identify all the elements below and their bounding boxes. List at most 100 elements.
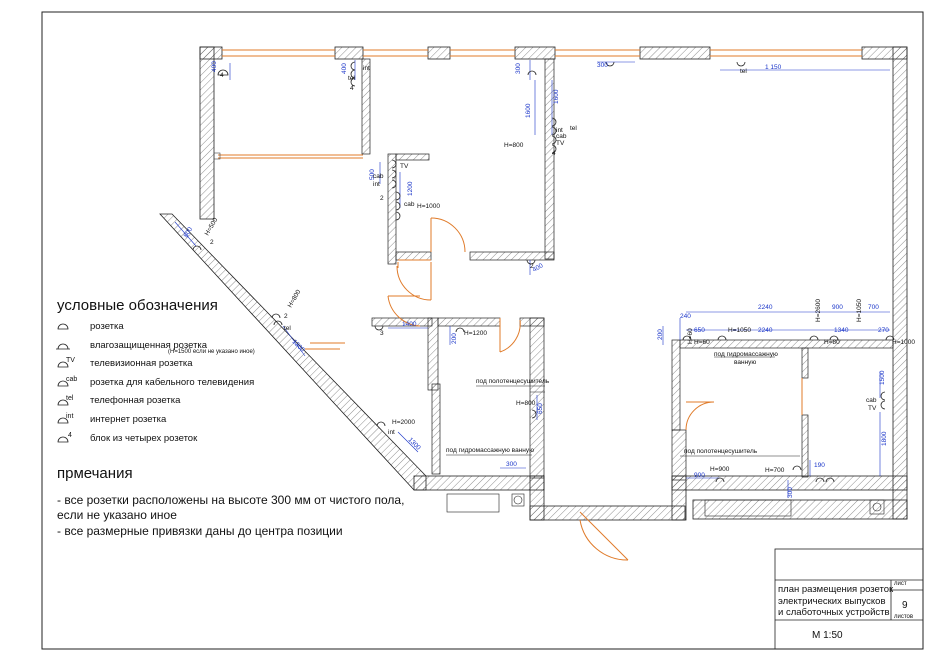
scale-label: М 1:50 [812,630,843,641]
socket-tag: TV [400,163,409,170]
socket-icon [57,323,69,330]
notes-title: прмечания [57,465,133,482]
plan-label: под полотенцесушитель [684,448,758,455]
dim-text: 300 [787,487,794,498]
legend-label: телевизионная розетка [90,357,193,369]
doors [387,217,803,561]
legend-label: интернет розетка [90,413,167,425]
sheets-label: листов [894,614,914,620]
title-line: план размещения розеток [778,584,894,595]
socket-tag: TV [556,140,565,147]
cable-tv-socket-icon [57,380,69,387]
height-label: H=1000 [417,203,440,210]
legend-tag-4: 4 [68,432,72,439]
socket-tag: tel [348,75,355,82]
plan-label: под полотенцесушитель [476,378,550,385]
socket-tag: 4 [552,150,556,157]
waterproof-socket-icon [56,343,70,350]
dim-text: 240 [680,313,691,320]
socket-tag: tel [570,125,577,132]
dim-text: 400 [532,262,545,274]
socket-tag: 2 [284,313,288,320]
height-label: H=800 [504,142,524,149]
legend-title: условные обозначения [57,297,218,314]
dim-text: 900 [694,472,705,479]
dim-text: 1400 [402,321,417,328]
legend-label: блок из четырех розеток [90,432,198,444]
legend-tag-tv: TV [66,357,75,364]
dim-text: 1600 [525,103,532,118]
socket-tag: 2 [210,239,214,246]
socket-tag: 2 [380,195,384,202]
note-line: если не указано иное [57,508,177,522]
legend-label: влагозащищенная розетка [90,339,208,351]
sheet-frame [41,11,924,650]
dim-text: 270 [878,327,889,334]
socket-tag: 4 [350,85,354,92]
title-block [774,548,924,650]
note-line: - все розетки расположены на высоте 300 … [57,493,405,507]
dim-text: 400 [211,61,218,72]
socket-tag: 2 [530,263,534,270]
dim-text: 2240 [758,327,773,334]
phone-socket-icon [57,399,69,406]
dim-text: 200 [657,329,664,340]
dim-text: 300 [597,62,608,69]
height-label: H=1200 [464,330,487,337]
interior-walls [361,58,894,481]
socket-tag: tel [284,325,291,332]
note-line: - все размерные привязки даны до центра … [57,524,343,538]
legend-tag-int: int [66,413,73,420]
socket-tag: int [556,127,563,134]
quad-socket-icon [57,436,69,443]
socket-tag: int [373,181,380,188]
sheet-label: лист [894,581,907,587]
internet-socket-icon [57,417,69,424]
height-label: H=2000 [392,419,415,426]
legend-tag-cab: cab [66,376,77,383]
sheet-number: 9 [902,600,908,611]
dim-text: 650 [537,403,544,414]
dim-text: 1600 [553,89,560,104]
dimension-lines [174,60,890,498]
plan-label: под гидромассажную [714,351,778,358]
dim-text: 1800 [881,431,888,446]
socket-symbols [192,61,895,483]
dim-text: 500 [369,169,376,180]
plan-label: под гидромассажную ванную [446,447,534,454]
dim-text: 300 [515,63,522,74]
legend-height-note: (H=1500 если не указано иное) [168,349,255,355]
socket-tag: tel [740,68,747,75]
dim-text: 1 150 [765,64,782,71]
socket-tag: int [363,65,370,72]
height-label: H=800 [287,288,303,309]
height-label: H=1000 [892,339,915,346]
height-label: H=1050 [728,327,751,334]
dim-text: 190 [814,462,825,469]
dim-text: 1340 [834,327,849,334]
dim-text: 200 [451,333,458,344]
dim-text: 1300 [407,436,422,451]
height-label: H=1050 [856,299,863,322]
socket-tag: cab [556,133,567,140]
legend-label: розетка для кабельного телевидения [90,376,255,388]
dim-text: 300 [506,461,517,468]
title-line: электрических выпусков [778,596,886,607]
height-label: H=60 [687,328,694,344]
socket-tag: 3 [380,330,384,337]
height-label: H=80 [824,339,840,346]
socket-tag: int [388,429,395,436]
legend-tag-tel: tel [66,395,74,402]
dim-text: 650 [694,327,705,334]
height-label: H=60 [694,339,710,346]
socket-tag: TV [868,405,877,412]
socket-tag: 4 [220,72,224,79]
socket-tag: cab [866,397,877,404]
dim-text: 900 [832,304,843,311]
tv-socket-icon [57,361,69,368]
socket-tag: cab [404,201,415,208]
dim-text: 1500 [879,370,886,385]
legend-icons [56,323,70,443]
height-label: H=700 [765,467,785,474]
